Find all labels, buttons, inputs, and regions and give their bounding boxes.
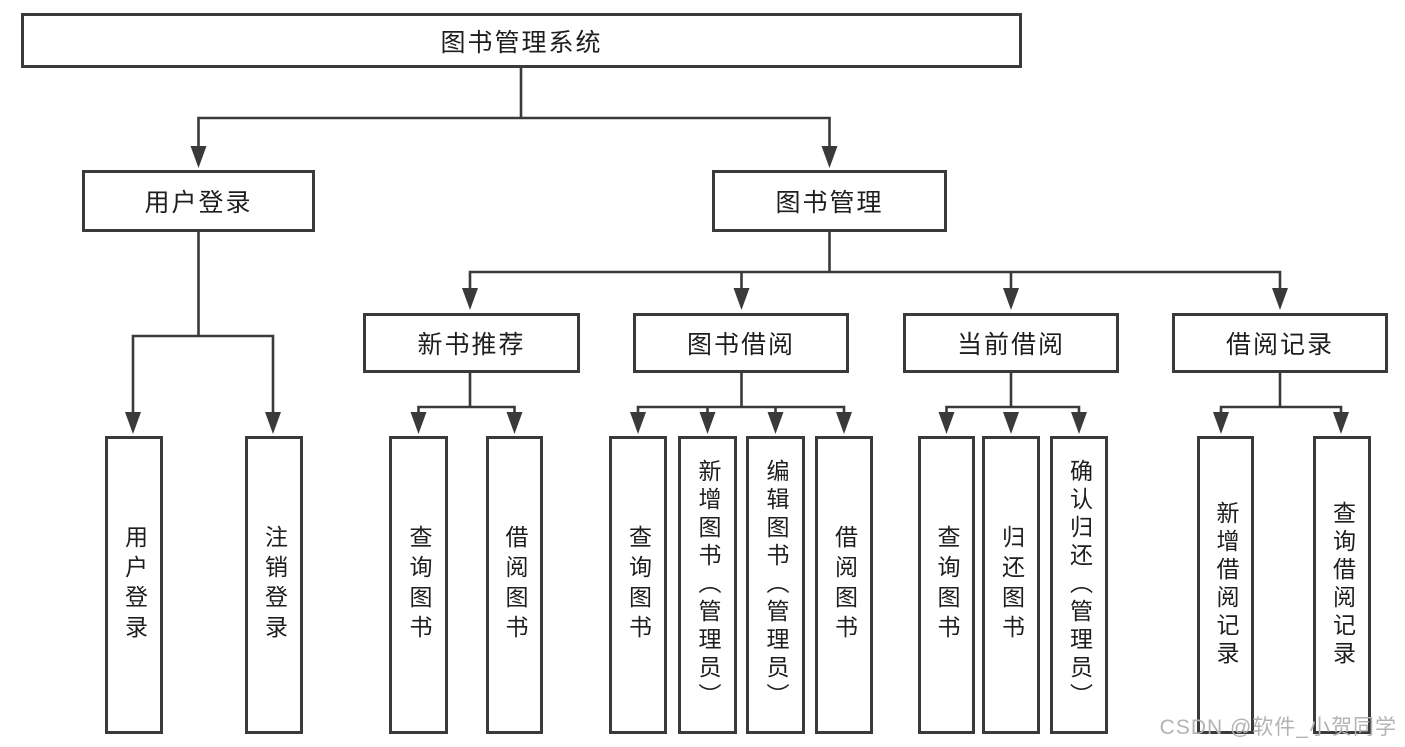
leaf-user-login-label: 用户登录: [121, 525, 148, 645]
leaf-add-books-admin: 新增图书（管理员）: [678, 436, 737, 734]
node-book-borrow: 图书借阅: [633, 313, 849, 373]
leaf-logout-label: 注销登录: [261, 525, 288, 645]
leaf-query-books-2: 查询图书: [609, 436, 667, 734]
node-user-login-label: 用户登录: [144, 189, 253, 217]
leaf-user-login: 用户登录: [105, 436, 163, 734]
node-book-management: 图书管理: [712, 170, 947, 232]
leaf-edit-books-admin: 编辑图书（管理员）: [746, 436, 805, 734]
leaf-confirm-return-admin-label: 确认归还（管理员）: [1066, 459, 1093, 711]
node-root-label: 图书管理系统: [440, 28, 603, 57]
leaf-add-books-admin-label: 新增图书（管理员）: [695, 459, 721, 711]
leaf-add-borrow-record-label: 新增借阅记录: [1213, 501, 1239, 669]
node-root: 图书管理系统: [21, 13, 1022, 68]
leaf-query-books-1: 查询图书: [389, 436, 448, 734]
leaf-logout: 注销登录: [245, 436, 303, 734]
leaf-query-books-3-label: 查询图书: [934, 525, 960, 645]
leaf-add-borrow-record: 新增借阅记录: [1197, 436, 1254, 734]
leaf-borrow-books-1-label: 借阅图书: [502, 525, 528, 645]
node-current-borrow-label: 当前借阅: [956, 331, 1065, 359]
node-user-login: 用户登录: [82, 170, 315, 232]
leaf-query-books-2-label: 查询图书: [625, 525, 652, 645]
arrowheads: [125, 146, 1349, 434]
leaf-query-borrow-record-label: 查询借阅记录: [1329, 501, 1356, 669]
leaf-borrow-books-1: 借阅图书: [486, 436, 543, 734]
node-new-book-recommend: 新书推荐: [363, 313, 580, 373]
csdn-watermark: CSDN @软件_小贺同学: [1159, 716, 1397, 739]
leaf-return-books: 归还图书: [982, 436, 1040, 734]
leaf-edit-books-admin-label: 编辑图书（管理员）: [763, 459, 789, 711]
leaf-query-books-3: 查询图书: [918, 436, 975, 734]
node-book-management-label: 图书管理: [775, 189, 884, 217]
node-new-book-recommend-label: 新书推荐: [417, 331, 526, 359]
leaf-borrow-books-2: 借阅图书: [815, 436, 873, 734]
node-book-borrow-label: 图书借阅: [686, 331, 795, 359]
leaf-confirm-return-admin: 确认归还（管理员）: [1050, 436, 1108, 734]
node-borrow-records: 借阅记录: [1172, 313, 1388, 373]
leaf-query-borrow-record: 查询借阅记录: [1313, 436, 1371, 734]
node-current-borrow: 当前借阅: [903, 313, 1119, 373]
node-borrow-records-label: 借阅记录: [1225, 331, 1334, 359]
leaf-return-books-label: 归还图书: [998, 525, 1025, 645]
leaf-borrow-books-2-label: 借阅图书: [831, 525, 858, 645]
leaf-query-books-1-label: 查询图书: [406, 525, 432, 645]
